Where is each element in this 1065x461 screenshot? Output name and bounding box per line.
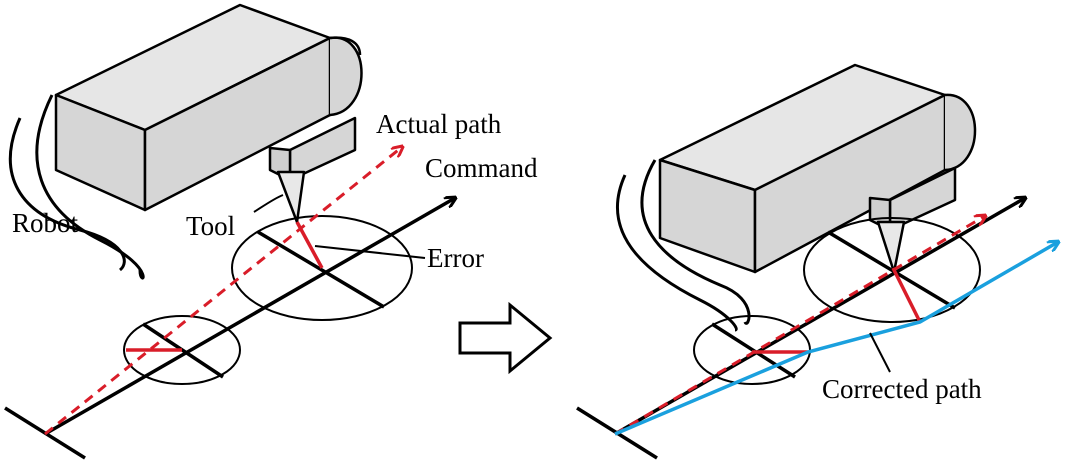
command-path-right bbox=[614, 198, 1025, 436]
error-label: Error bbox=[427, 243, 484, 273]
command-path bbox=[44, 198, 455, 436]
right-arrow-icon bbox=[458, 301, 553, 375]
tolerance-ellipse-large bbox=[231, 215, 413, 321]
actual-path-label: Actual path bbox=[376, 109, 502, 139]
left-panel: Robot Tool Actual path Command Error bbox=[4, 3, 538, 460]
robot-body-right bbox=[658, 63, 977, 274]
error-lines-right bbox=[752, 267, 922, 354]
robot-body bbox=[54, 3, 363, 224]
tolerance-ellipse-large-right bbox=[803, 217, 981, 323]
corrected-path-label: Corrected path bbox=[822, 374, 982, 404]
error-lines bbox=[126, 221, 324, 352]
leader-lines bbox=[253, 194, 426, 259]
robot-label: Robot bbox=[12, 208, 79, 238]
right-panel: Corrected path bbox=[576, 63, 1058, 460]
tool-label: Tool bbox=[186, 211, 235, 241]
actual-path-right bbox=[614, 216, 985, 436]
robot-arm-outline bbox=[8, 94, 145, 280]
leader-line-corrected bbox=[869, 332, 891, 373]
corrected-path bbox=[614, 242, 1058, 436]
tolerance-ellipse-small bbox=[123, 315, 241, 385]
robot-arm-outline-right bbox=[615, 159, 751, 332]
command-label: Command bbox=[425, 153, 538, 183]
actual-path bbox=[44, 147, 402, 436]
